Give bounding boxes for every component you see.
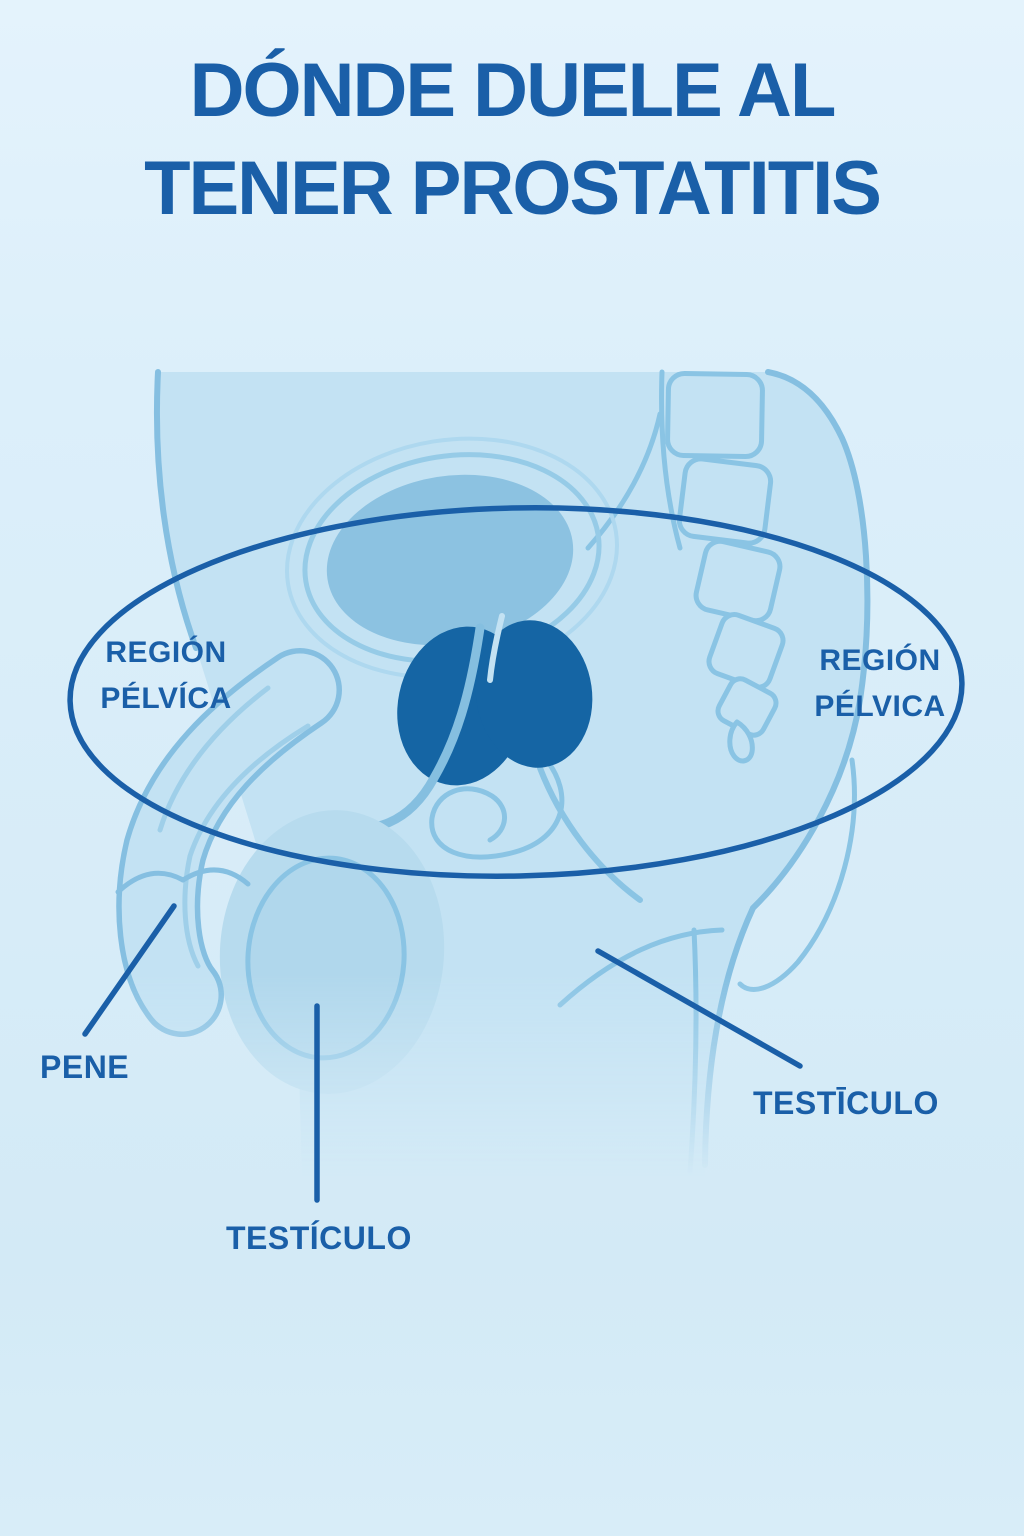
buttock-crease-line [737,757,857,992]
label-region-right-line1: REGIÓN [819,644,941,677]
label-testiculo-right: TESTĪCULO [753,1085,939,1121]
abdomen-edge-line [153,369,199,651]
label-pene: PENE [40,1049,130,1085]
label-region-left-line2: PÉLVÍCA [100,682,232,715]
buttock-edge-line [702,369,871,1168]
label-region-right-line2: PÉLVICA [814,690,946,723]
page-title-line2: TENER PROSTATITIS [144,146,882,231]
penis-shape [115,648,342,1037]
sacrum-front-line [659,369,683,551]
body-group [115,369,871,1178]
glans-fold-right [180,867,251,887]
epididymis-loops [429,755,565,860]
pelvic-region-ellipse [67,505,965,879]
pene-pointer-line [82,903,177,1037]
page-title-line1: DÓNDE DUELE AL [189,48,837,133]
label-testiculo-bottom: TESTÍCULO [226,1220,412,1256]
page-title: DÓNDE DUELE AL TENER PROSTATITIS [0,42,1024,238]
label-region-pelvica-right: REGIÓN PÉLVICA [814,638,945,730]
leg-back-line [687,927,699,1175]
label-region-pelvica-left: REGIÓN PÉLVÍCA [100,630,231,722]
testicle-shape [219,810,445,1094]
penis-inner-line-1 [182,723,311,969]
label-region-left-line1: REGIÓN [105,636,227,669]
prostate-notch [487,613,505,683]
glans-fold-left [115,870,186,895]
gluteal-fold-line [557,927,725,1008]
testiculo-right-pointer-line [595,948,803,1069]
duct-line [537,765,643,903]
